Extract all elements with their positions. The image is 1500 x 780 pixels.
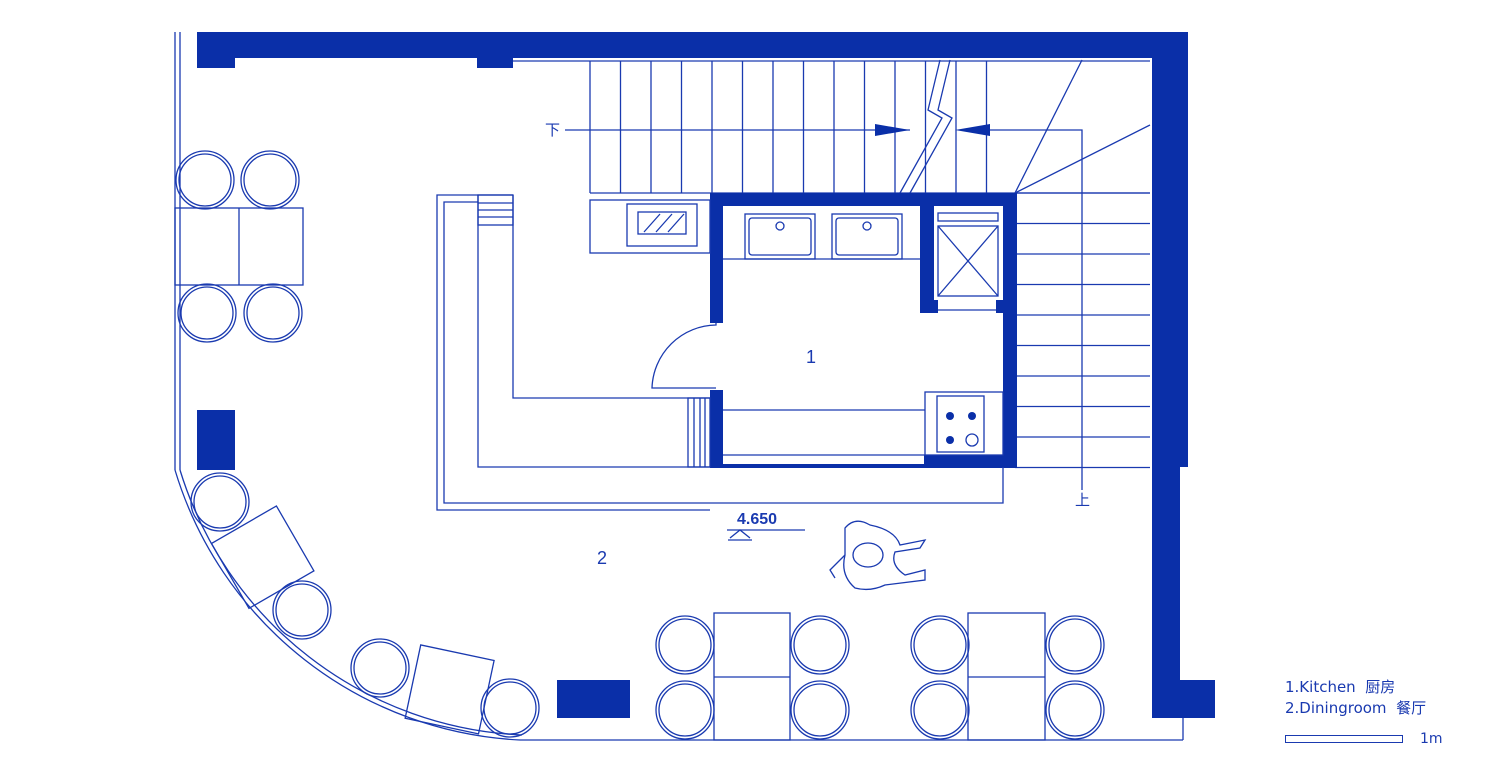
chair bbox=[910, 680, 970, 740]
chair-seat bbox=[275, 583, 329, 637]
chair-seat bbox=[193, 475, 247, 529]
walls bbox=[197, 32, 1215, 718]
chair-seat bbox=[180, 286, 234, 340]
chair bbox=[1045, 615, 1105, 675]
chair-seat bbox=[793, 683, 847, 737]
chair-seat bbox=[658, 618, 712, 672]
chair-seat bbox=[483, 681, 537, 735]
chair bbox=[790, 680, 850, 740]
chair bbox=[655, 680, 715, 740]
person-figure bbox=[829, 520, 927, 591]
kitchen: 1 bbox=[651, 193, 1017, 468]
chair bbox=[243, 283, 303, 343]
dining-furniture bbox=[174, 150, 1105, 741]
chair-seat bbox=[913, 683, 967, 737]
chair-seat bbox=[1048, 618, 1102, 672]
stair-direction: 下 上 bbox=[545, 59, 1151, 509]
level-value: 4.650 bbox=[737, 511, 777, 528]
chair-seat bbox=[353, 641, 407, 695]
chair bbox=[350, 638, 410, 698]
scale-label: 1m bbox=[1420, 731, 1443, 747]
stair-up-label: 上 bbox=[1075, 492, 1090, 509]
chair-seat bbox=[913, 618, 967, 672]
chair bbox=[480, 678, 540, 738]
dining-room-number: 2 bbox=[597, 548, 607, 568]
chair bbox=[790, 615, 850, 675]
chair bbox=[655, 615, 715, 675]
legend-item-diningroom: 2.Diningroom 餐厅 bbox=[1285, 699, 1427, 717]
chair bbox=[175, 150, 235, 210]
chair bbox=[177, 283, 237, 343]
chair-seat bbox=[178, 153, 232, 207]
outer-boundary bbox=[174, 32, 1184, 741]
legend-item-kitchen: 1.Kitchen 厨房 bbox=[1285, 678, 1396, 696]
chair bbox=[240, 150, 300, 210]
kitchen-room-number: 1 bbox=[806, 347, 816, 367]
level-mark: 4.650 bbox=[727, 511, 805, 541]
chair-seat bbox=[243, 153, 297, 207]
stair-down-label: 下 bbox=[545, 122, 560, 139]
chair-seat bbox=[246, 286, 300, 340]
stairs bbox=[589, 61, 1150, 469]
chair-seat bbox=[658, 683, 712, 737]
chair-seat bbox=[793, 618, 847, 672]
counters bbox=[436, 194, 1004, 511]
chair bbox=[272, 580, 332, 640]
legend: 1.Kitchen 厨房 2.Diningroom 餐厅 bbox=[1285, 677, 1426, 719]
chair bbox=[910, 615, 970, 675]
scale-bar bbox=[1285, 735, 1403, 743]
chair bbox=[1045, 680, 1105, 740]
chair bbox=[190, 472, 250, 532]
chair-seat bbox=[1048, 683, 1102, 737]
